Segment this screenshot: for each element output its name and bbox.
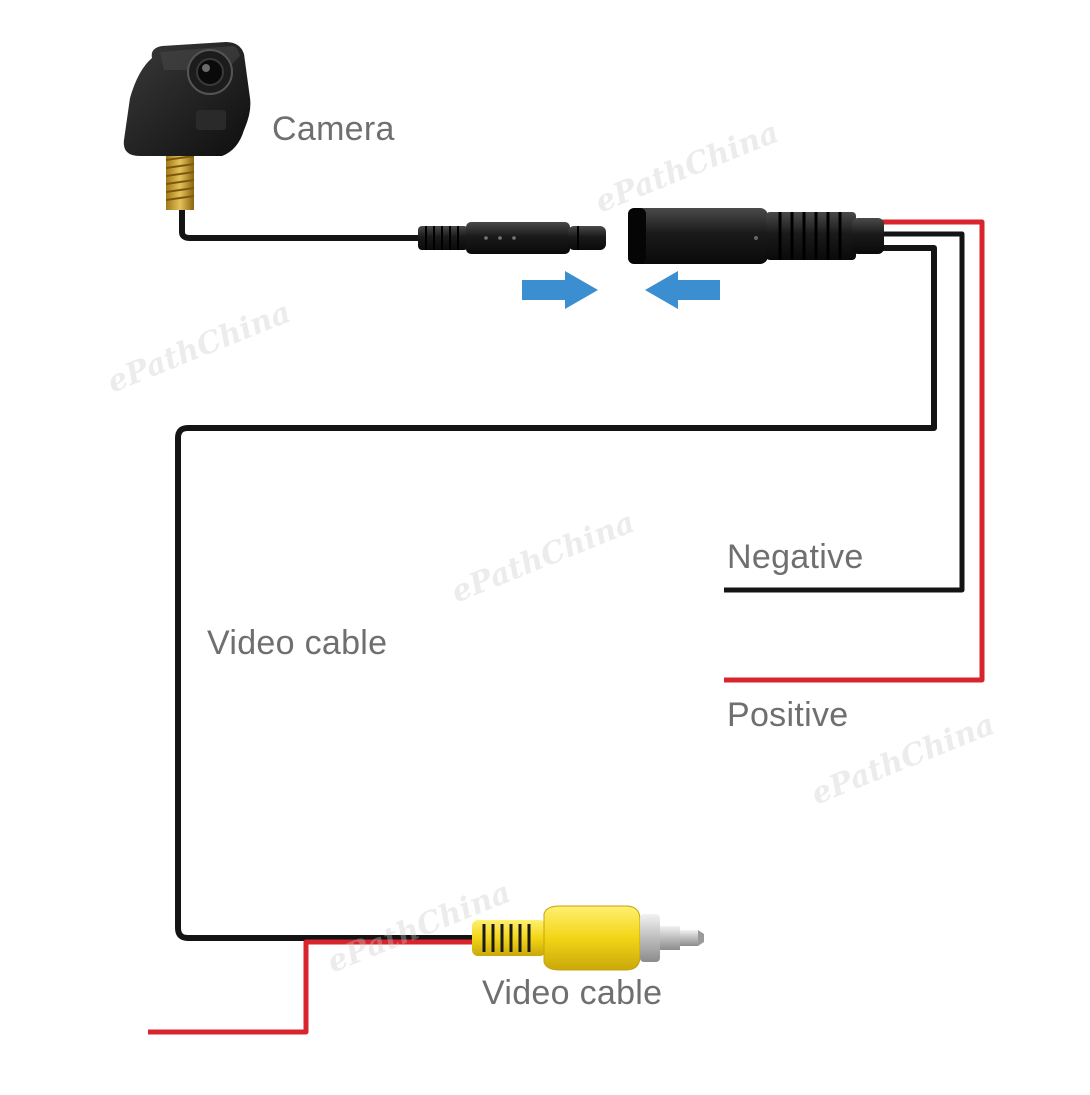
arrow-left-icon <box>645 271 720 309</box>
camera-cable <box>179 206 420 241</box>
video-cable-label: Video cable <box>207 624 388 662</box>
trigger-wire <box>148 939 478 1035</box>
video-cable-rca-label: Video cable <box>482 974 663 1012</box>
arrow-right-icon <box>522 271 598 309</box>
camera-label: Camera <box>272 110 395 148</box>
camera-icon <box>123 42 251 210</box>
female-connector-icon <box>628 208 884 264</box>
positive-wire <box>724 219 985 683</box>
negative-wire <box>724 231 965 593</box>
rca-plug-icon <box>472 905 704 971</box>
negative-label: Negative <box>727 538 864 576</box>
male-connector-icon <box>418 222 606 254</box>
positive-label: Positive <box>727 696 849 734</box>
video-cable-wire <box>175 245 937 941</box>
